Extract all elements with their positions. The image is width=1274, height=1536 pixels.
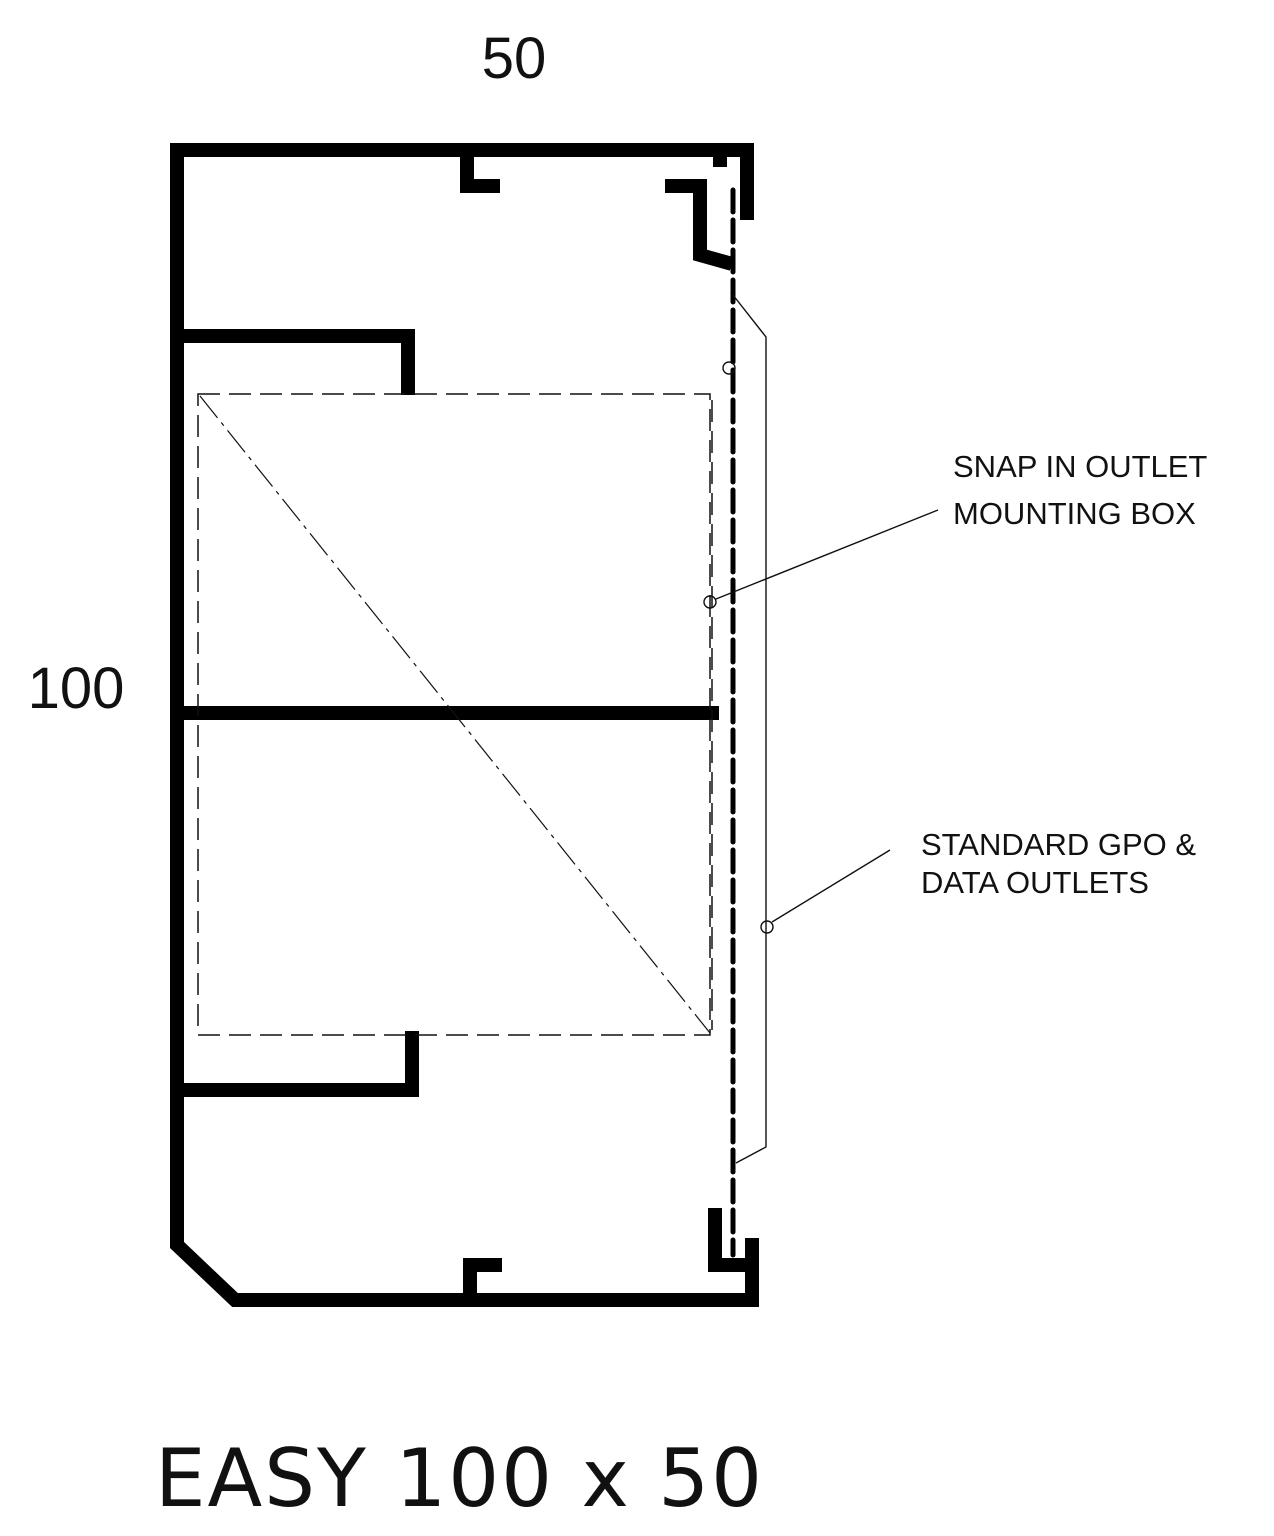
marker-circle-outlet: [760, 920, 774, 934]
leader-line-outlets: [771, 849, 891, 923]
callout-outlets-line-1: STANDARD GPO &: [921, 827, 1196, 862]
callout-mounting-box-line-1: SNAP IN OUTLET: [953, 449, 1207, 484]
top-hook: [460, 151, 500, 193]
callout-outlets: STANDARD GPO & DATA OUTLETS: [921, 827, 1196, 900]
trunking-body-outline: [170, 143, 759, 1307]
marker-circle-box: [703, 595, 717, 609]
leader-line-mounting-box: [715, 509, 939, 600]
marker-circle-top: [722, 361, 736, 375]
mounting-box-outline: [197, 393, 711, 1036]
upper-divider-bracket: [170, 329, 415, 395]
width-dimension-label: 50: [482, 26, 547, 91]
callout-mounting-box-line-2: MOUNTING BOX: [953, 496, 1196, 531]
height-dimension-label: 100: [28, 656, 125, 721]
callout-outlets-line-2: DATA OUTLETS: [921, 865, 1149, 900]
bottom-hook: [463, 1258, 502, 1300]
outlet-faceplate-outline: [732, 294, 767, 1164]
diagram-title: EASY 100 x 50: [155, 1432, 764, 1525]
bottom-right-clip: [708, 1208, 759, 1272]
lower-divider-bracket: [170, 1031, 419, 1097]
callout-mounting-box: SNAP IN OUTLET MOUNTING BOX: [953, 449, 1207, 531]
top-right-clip: [665, 179, 734, 271]
